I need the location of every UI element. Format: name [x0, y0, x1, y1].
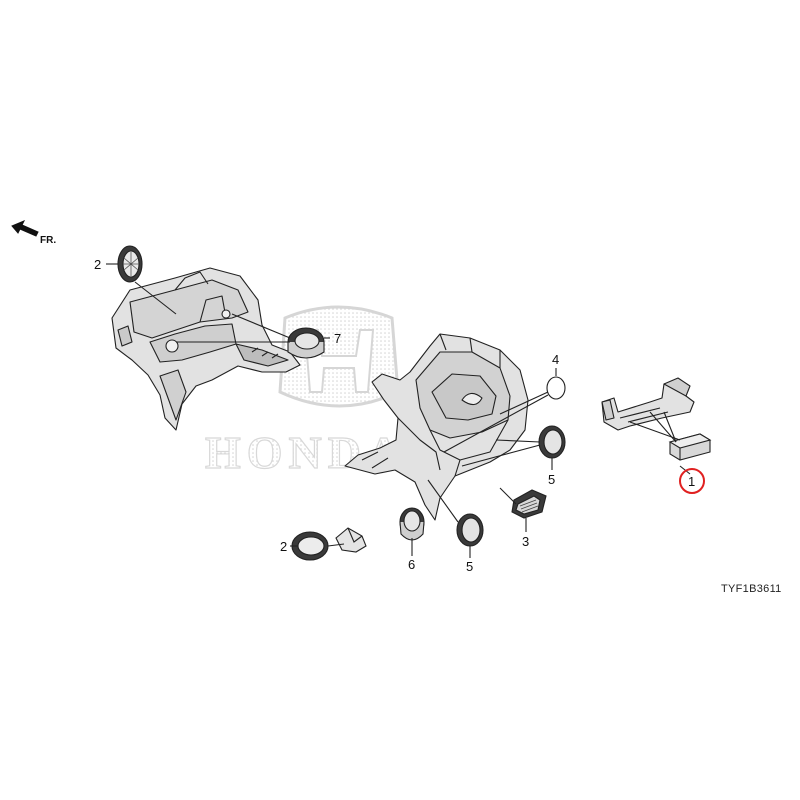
part-7-plug: [287, 327, 325, 359]
figure-code: TYF1B3611: [721, 583, 782, 595]
part-5-grommet-upper: [538, 425, 566, 459]
callout-3: 3: [522, 534, 529, 549]
front-direction-indicator: FR.: [11, 220, 56, 246]
callout-1: 1: [688, 474, 695, 489]
small-bracket: [335, 527, 367, 553]
callout-6: 6: [408, 557, 415, 572]
callouts: 2 7 4 5 3 5 6 2 1: [94, 257, 705, 574]
part-5-grommet-lower: [456, 513, 484, 547]
callout-4: 4: [552, 352, 559, 367]
front-direction-label: FR.: [40, 235, 56, 246]
callout-2-lower: 2: [280, 539, 287, 554]
part-3-vent: [511, 489, 547, 519]
part-1-pad: [668, 433, 712, 461]
leader-lines: [106, 263, 691, 558]
part-2-grommet-lower: [291, 531, 329, 561]
part-2-grommet-upper: [117, 245, 143, 283]
rear-floor-assembly: [344, 333, 529, 521]
callout-1-highlighted[interactable]: 1: [679, 468, 705, 494]
front-floor-assembly: [111, 267, 301, 431]
highlight-ring-icon: [679, 468, 705, 494]
callout-7: 7: [334, 331, 341, 346]
front-arrow-icon: [11, 220, 39, 237]
part-4-plug: [546, 376, 566, 400]
part-6-plug: [399, 507, 425, 541]
callout-5-lower: 5: [466, 559, 473, 574]
rear-member-assembly: [601, 377, 695, 431]
callout-5-upper: 5: [548, 472, 555, 487]
callout-2-upper: 2: [94, 257, 101, 272]
